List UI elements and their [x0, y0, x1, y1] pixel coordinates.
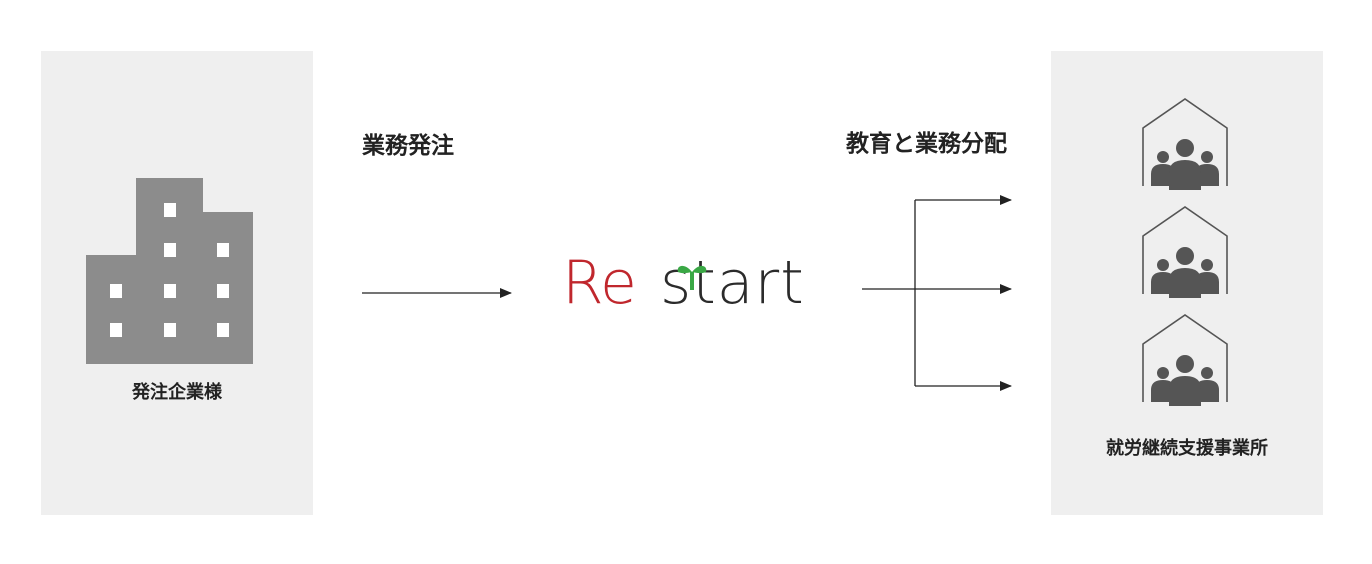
- order-label: 業務発注: [362, 133, 454, 159]
- house-group-icon: [1142, 314, 1228, 406]
- provider-label: 就労継続支援事業所: [1106, 438, 1268, 459]
- logo-re: Re: [562, 248, 637, 318]
- house-group-icon: [1142, 206, 1228, 298]
- logo-start: start: [660, 248, 805, 318]
- distribute-label: 教育と業務分配: [846, 131, 1007, 157]
- client-label: 発注企業様: [132, 382, 222, 403]
- house-group-icon: [1142, 98, 1228, 190]
